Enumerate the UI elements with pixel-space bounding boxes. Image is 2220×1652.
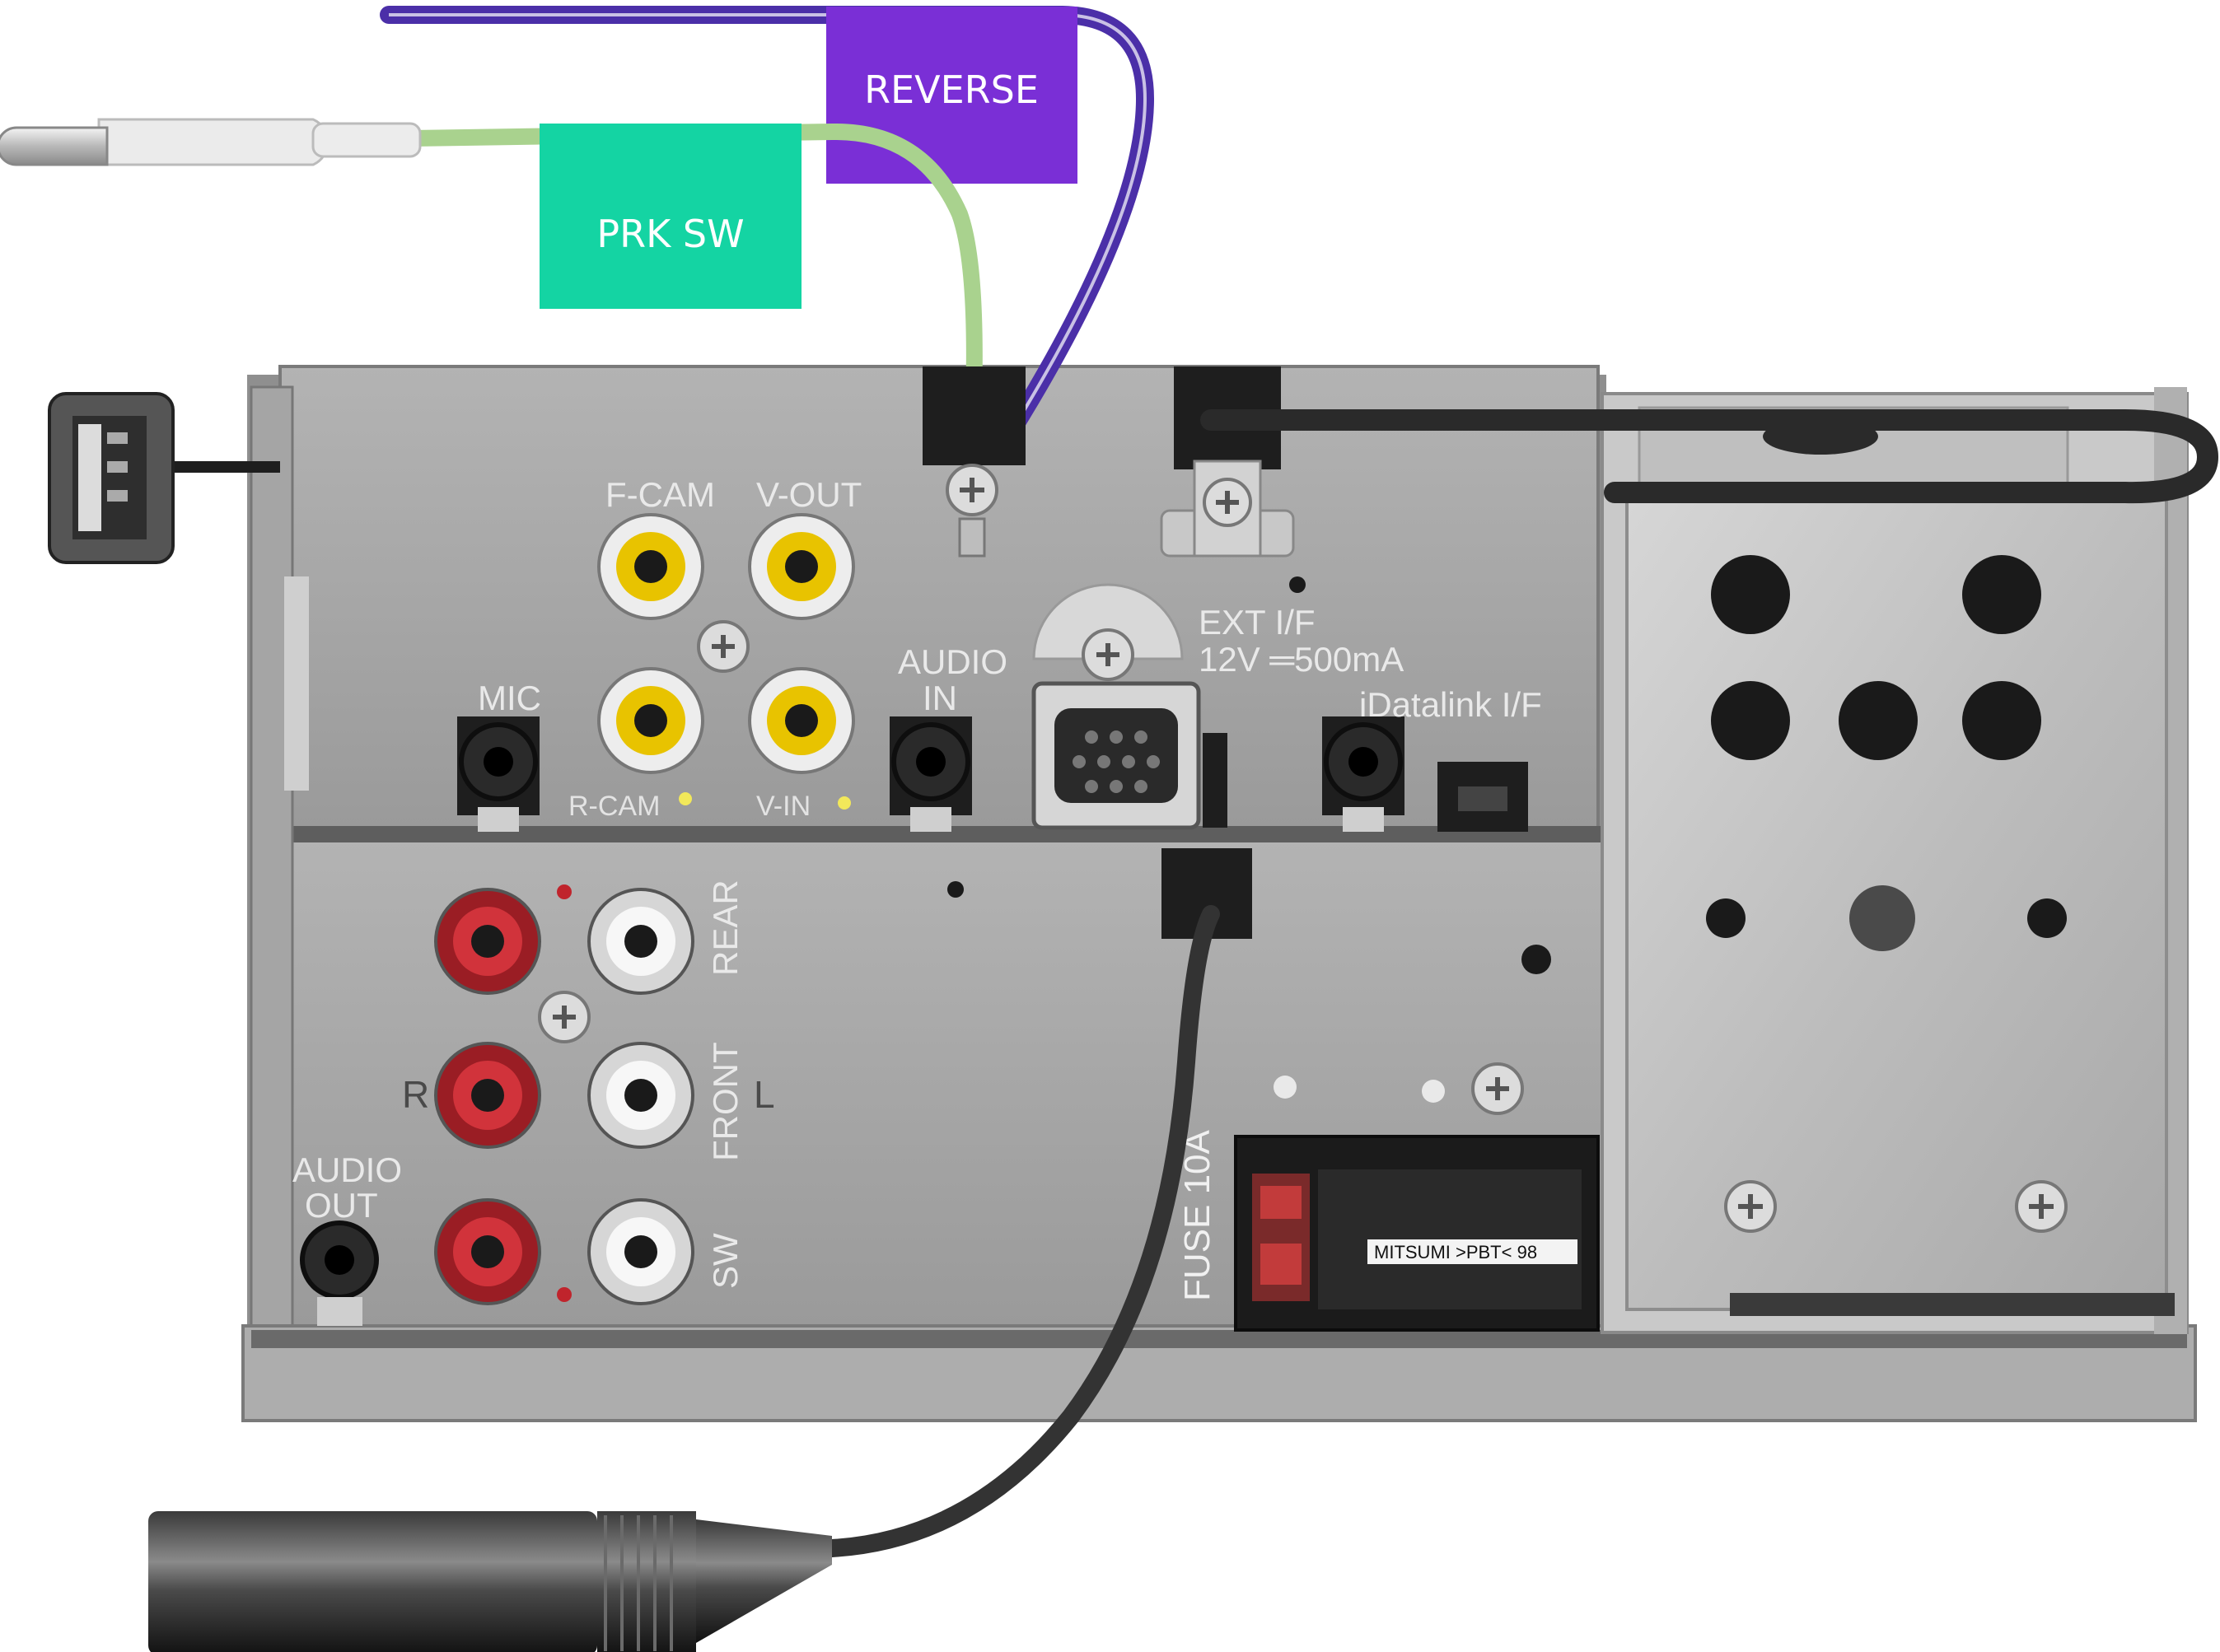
shield-plate	[1625, 497, 2175, 1316]
antenna-plug[interactable]	[148, 1511, 832, 1652]
rca-rear-r[interactable]	[434, 888, 541, 995]
rca-sw-r[interactable]	[434, 1198, 541, 1305]
rca-v-out[interactable]	[748, 513, 855, 620]
spade-connector	[0, 118, 422, 166]
prk-sw-tag-label: PRK SW	[596, 212, 744, 256]
label-f-cam: F-CAM	[605, 475, 715, 514]
rca-front-r[interactable]	[434, 1042, 541, 1149]
rca-v-in[interactable]	[748, 667, 855, 774]
label-mic: MIC	[478, 679, 541, 717]
screw-icon	[538, 991, 591, 1043]
label-ext-if-1: EXT I/F	[1199, 603, 1316, 642]
reverse-tag-label: REVERSE	[864, 68, 1039, 112]
reverse-tag: REVERSE	[826, 7, 1077, 184]
label-front: FRONT	[706, 1042, 745, 1161]
rca-sw-l[interactable]	[587, 1198, 694, 1305]
label-rear: REAR	[706, 880, 745, 976]
main-harness-connector[interactable]: MITSUMI >PBT< 98	[1234, 1135, 1600, 1332]
label-ext-if-2: 12V ═500mA	[1199, 640, 1404, 679]
ext-if-cable	[1200, 409, 2219, 504]
rca-r-cam[interactable]	[597, 667, 704, 774]
label-audio-in-1: AUDIO	[898, 642, 1007, 681]
prk-sw-tag: PRK SW	[540, 124, 802, 309]
reverse-wire	[380, 6, 1155, 437]
label-audio-out-1: AUDIO	[292, 1150, 402, 1189]
label-v-in: V-IN	[756, 791, 811, 822]
label-sw: SW	[706, 1233, 745, 1289]
screw-icon	[1471, 1062, 1524, 1115]
screw-icon	[1082, 628, 1134, 681]
wire-grommet	[923, 366, 1026, 465]
ext-if-port[interactable]	[1031, 583, 1227, 830]
rca-front-l[interactable]	[587, 1042, 694, 1149]
label-fuse: FUSE 10A	[1177, 1129, 1217, 1301]
antenna-cable	[823, 905, 1220, 1557]
rca-f-cam[interactable]	[597, 513, 704, 620]
label-audio-in-2: IN	[923, 679, 957, 717]
idatalink-jack[interactable]	[1322, 716, 1404, 832]
prk-sw-wire	[404, 123, 983, 453]
label-audio-out-2: OUT	[305, 1186, 378, 1225]
rca-rear-l[interactable]	[587, 888, 694, 995]
label-r: R	[402, 1073, 429, 1116]
ground-bracket	[1160, 460, 1295, 558]
screw-icon	[1724, 1180, 1777, 1233]
audio-in-jack[interactable]	[890, 716, 972, 832]
audio-out-jack[interactable]	[300, 1220, 379, 1326]
label-connector-mark: MITSUMI >PBT< 98	[1374, 1242, 1537, 1262]
idatalink-connector[interactable]	[1437, 762, 1528, 832]
mic-jack[interactable]	[457, 716, 540, 832]
screw-icon	[2015, 1180, 2068, 1233]
label-r-cam: R-CAM	[568, 791, 660, 822]
screw-icon	[697, 620, 750, 673]
label-idatalink: iDatalink I/F	[1359, 685, 1542, 724]
label-v-out: V-OUT	[756, 475, 862, 514]
ground-lug	[946, 464, 998, 558]
label-l: L	[754, 1073, 775, 1116]
usb-connector[interactable]	[48, 392, 175, 564]
